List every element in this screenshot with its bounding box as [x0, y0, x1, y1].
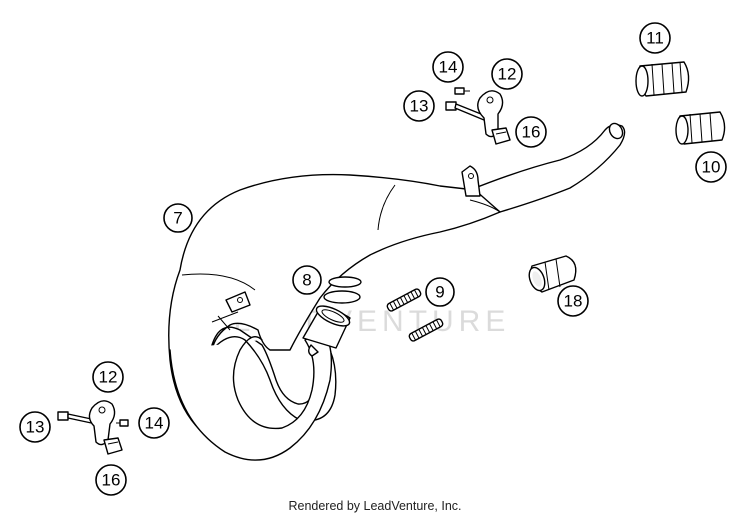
- callout-16-bottom: 16: [95, 464, 127, 496]
- callout-18: 18: [557, 285, 589, 317]
- callout-9-label: 9: [435, 283, 444, 302]
- callout-8: 8: [292, 265, 322, 295]
- callout-13-bottom: 13: [19, 411, 51, 443]
- callout-14-bottom-label: 14: [145, 414, 164, 433]
- callout-18-label: 18: [564, 292, 583, 311]
- callout-12-bottom: 12: [92, 361, 124, 393]
- callout-11-label: 11: [646, 29, 664, 48]
- callout-10-label: 10: [702, 158, 721, 177]
- gasket-rings-part-8: [323, 276, 362, 304]
- callout-14-bottom: 14: [138, 407, 170, 439]
- top-mount-hardware: [445, 87, 511, 145]
- rubber-sleeve-part-10: [675, 111, 726, 145]
- callout-16-bottom-label: 16: [102, 471, 121, 490]
- callout-13-bottom-label: 13: [26, 418, 45, 437]
- bushing-part-18: [528, 255, 577, 293]
- callout-7: 7: [163, 203, 193, 233]
- callout-13-top: 13: [403, 90, 435, 122]
- callout-12-top: 12: [491, 58, 523, 90]
- callout-16-top: 16: [515, 116, 547, 148]
- callout-9: 9: [425, 277, 455, 307]
- bottom-mount-hardware: [57, 400, 129, 455]
- exhaust-pipe-part-7: [168, 122, 626, 461]
- callout-12-bottom-label: 12: [99, 368, 118, 387]
- rubber-sleeve-part-11: [635, 61, 690, 97]
- springs-part-9: [386, 288, 444, 342]
- callout-8-label: 8: [302, 271, 311, 290]
- callout-12-top-label: 12: [498, 65, 517, 84]
- rendered-by-credit: Rendered by LeadVenture, Inc.: [288, 499, 462, 513]
- callout-11: 11: [639, 22, 671, 54]
- callout-10: 10: [695, 151, 727, 183]
- callout-16-top-label: 16: [522, 123, 541, 142]
- callout-14-top: 14: [432, 51, 464, 83]
- callout-13-top-label: 13: [410, 97, 429, 116]
- callout-14-top-label: 14: [439, 58, 458, 77]
- callout-7-label: 7: [173, 209, 182, 228]
